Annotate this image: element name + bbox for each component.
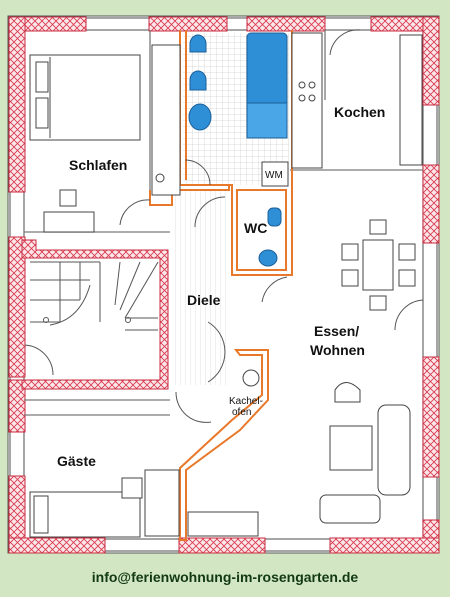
room-label-kachelofen-1: Kachel-: [229, 396, 263, 407]
wall-right-bottom: [422, 356, 440, 478]
wall-left-bottom: [8, 379, 26, 433]
washbasin: [188, 103, 212, 131]
room-label-diele: Diele: [187, 292, 221, 308]
wall-left-mid: [8, 236, 26, 378]
wall-top-mid: [148, 16, 228, 32]
wc-toilet: [258, 249, 278, 267]
room-label-wohnen: Wohnen: [310, 342, 365, 358]
wall-right-mid: [422, 164, 440, 244]
stair-enclosure-wall: [21, 239, 169, 390]
kitchen-counters: [291, 32, 423, 169]
hall-floorboards: [172, 190, 229, 385]
wc-sink: [267, 207, 282, 227]
contact-email: info@ferienwohnung-im-rosengarten.de: [91, 569, 359, 585]
room-label-schlafen: Schlafen: [69, 157, 128, 173]
shower: [246, 102, 288, 139]
guest-furniture: [29, 469, 180, 538]
wall-right-top: [422, 16, 440, 106]
room-label-kochen: Kochen: [334, 104, 386, 120]
bathroom-fixtures: [188, 32, 422, 267]
room-label-wc: WC: [244, 220, 268, 236]
bedroom-wardrobe: [151, 44, 181, 196]
toilet: [189, 34, 207, 53]
dining-set: [341, 219, 416, 311]
wall-bottom-mid: [178, 537, 266, 554]
door-swings: [24, 29, 424, 423]
hatched-walls: [8, 16, 440, 554]
wall-bottom-left: [8, 537, 106, 554]
bedroom-chair: [59, 189, 77, 207]
washing-machine: [261, 161, 289, 187]
room-label-wm: WM: [265, 170, 283, 181]
room-label-gaeste: Gäste: [57, 453, 96, 469]
wall-bottom-right: [329, 537, 440, 554]
staircase: [30, 261, 159, 331]
bidet: [189, 70, 207, 91]
bedroom-desk: [43, 211, 95, 233]
wall-left-top: [8, 16, 26, 193]
bedroom-bed: [29, 54, 141, 141]
bedroom-stool: [155, 173, 165, 183]
wall-top-mid2: [246, 16, 326, 32]
kachelofen: [242, 369, 260, 387]
room-label-essen: Essen/: [314, 323, 360, 339]
room-label-kachelofen-2: ofen: [232, 407, 252, 418]
living-room-furniture: [187, 382, 411, 537]
